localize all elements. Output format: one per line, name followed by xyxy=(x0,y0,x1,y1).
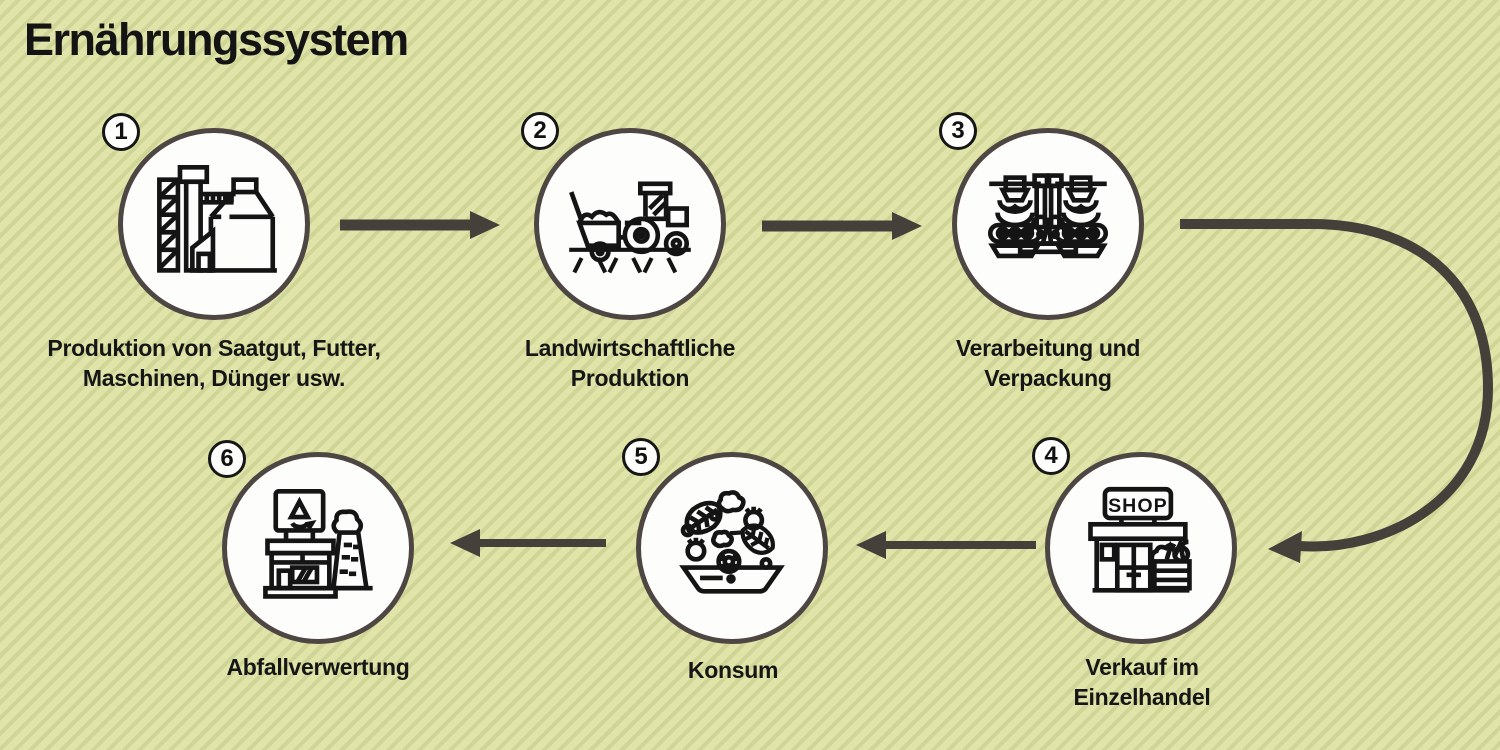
step-2-number: 2 xyxy=(533,117,547,144)
step-4-circle: SHOP xyxy=(1045,452,1237,644)
arrow-3-4-head xyxy=(1268,531,1302,563)
processing-machines-icon xyxy=(987,173,1109,259)
step-3-number-badge: 3 xyxy=(939,112,977,150)
step-5-label-line1: Konsum xyxy=(687,657,779,683)
step-1-circle xyxy=(118,128,310,320)
step-4-number-badge: 4 xyxy=(1032,437,1070,475)
step-3-label-line1: Verarbeitung und xyxy=(955,335,1141,361)
step-2-label-line1: Landwirtschaftliche xyxy=(524,335,736,361)
step-3-circle xyxy=(952,128,1144,320)
step-2-circle xyxy=(534,128,726,320)
arrow-5-6-head xyxy=(450,529,480,557)
arrow-2-3-head xyxy=(892,212,922,240)
step-3-label: Verarbeitung und Verpackung xyxy=(808,333,1288,393)
step-3-label-line2: Verpackung xyxy=(984,365,1112,391)
step-1-label-line1: Produktion von Saatgut, Futter, xyxy=(47,335,381,361)
silo-factory-icon xyxy=(157,164,277,273)
arrow-3-4-curve xyxy=(1180,219,1494,552)
step-5-label: Konsum xyxy=(493,655,973,685)
step-6-number-badge: 6 xyxy=(208,440,246,478)
step-5-circle xyxy=(636,452,828,644)
step-1-label-line2: Maschinen, Dünger usw. xyxy=(82,365,346,391)
shop-sign-text: SHOP xyxy=(1108,495,1168,517)
step-6-label-line1: Abfallverwertung xyxy=(226,654,410,680)
step-4-number: 4 xyxy=(1044,442,1058,469)
step-2-label-line2: Produktion xyxy=(570,365,690,391)
step-1-number: 1 xyxy=(114,118,128,145)
step-4-label-line1: Verkauf im xyxy=(1085,654,1199,680)
arrow-1-2-head xyxy=(470,211,500,239)
step-6-number: 6 xyxy=(220,445,234,472)
recycling-plant-icon xyxy=(263,488,373,599)
page-title: Ernährungssystem xyxy=(24,14,409,65)
step-1-number-badge: 1 xyxy=(102,113,140,151)
step-5-number-badge: 5 xyxy=(622,438,660,476)
step-5-number: 5 xyxy=(634,443,648,470)
step-3-number: 3 xyxy=(951,117,965,144)
arrow-4-5-head xyxy=(856,531,886,559)
step-6-circle xyxy=(222,452,414,644)
step-4-label: Verkauf im Einzelhandel xyxy=(902,652,1382,712)
step-4-label-line2: Einzelhandel xyxy=(1073,684,1211,710)
step-2-number-badge: 2 xyxy=(521,112,559,150)
shop-storefront-icon: SHOP xyxy=(1088,486,1192,593)
salad-bowl-icon xyxy=(679,490,785,594)
tractor-field-icon xyxy=(569,181,691,274)
step-1-label: Produktion von Saatgut, Futter, Maschine… xyxy=(0,333,454,393)
step-6-label: Abfallverwertung xyxy=(78,652,558,682)
step-2-label: Landwirtschaftliche Produktion xyxy=(390,333,870,393)
